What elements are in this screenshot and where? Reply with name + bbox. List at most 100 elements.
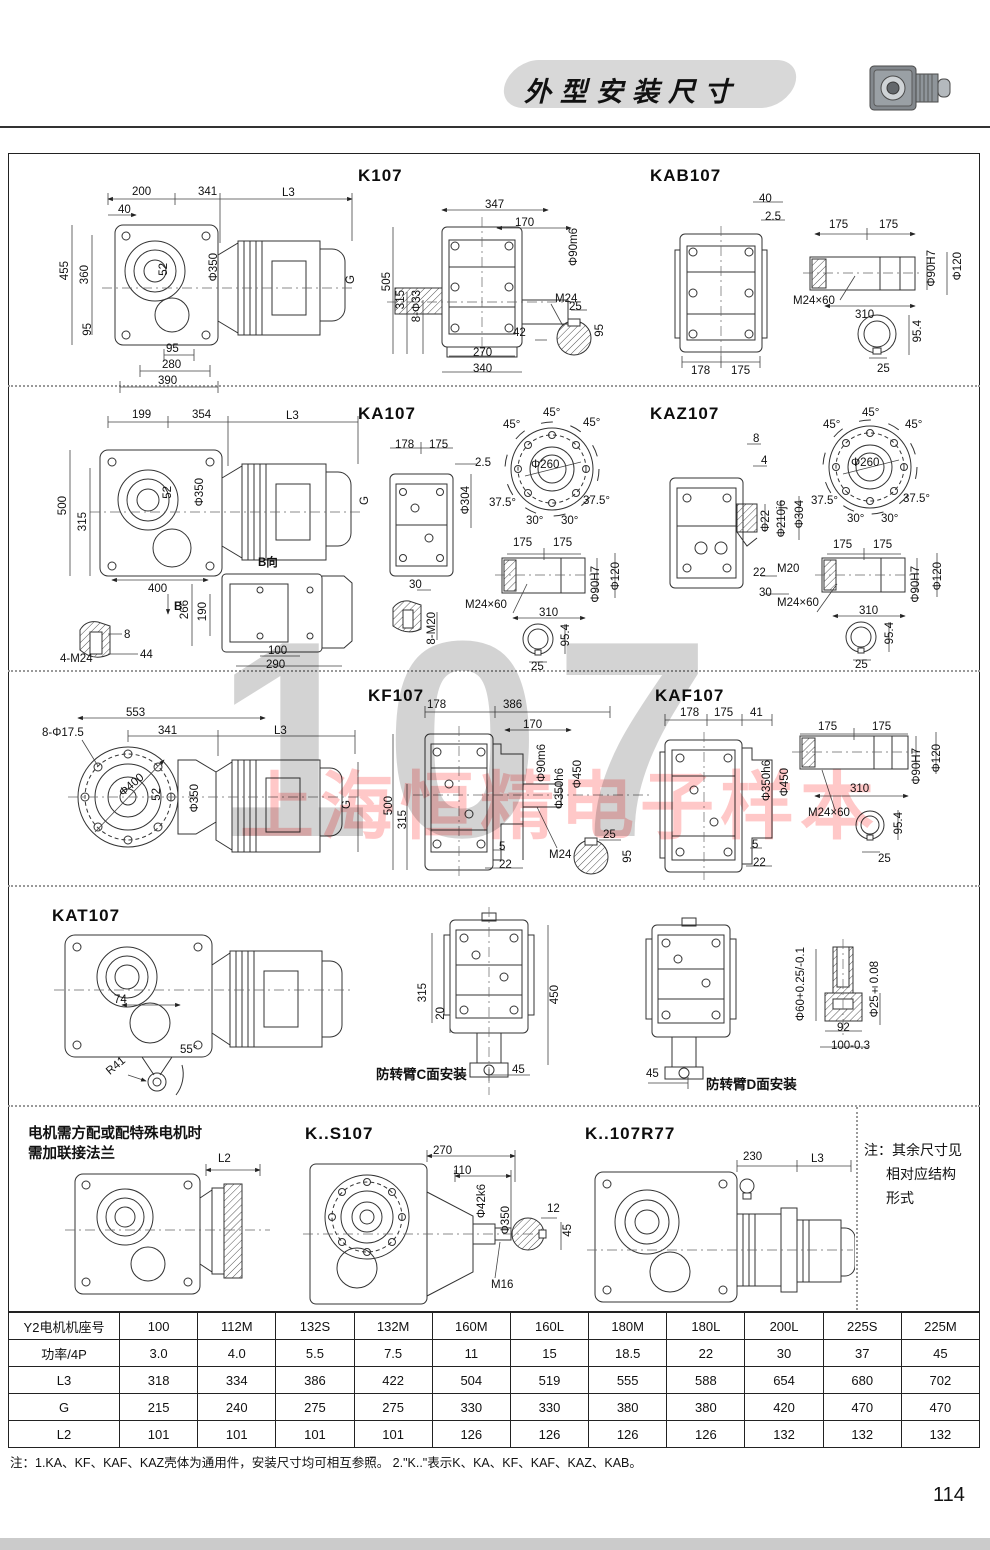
dim-label: 2.5	[765, 211, 781, 223]
dim-label: 8-M20	[426, 612, 438, 645]
dim-label: 44	[140, 649, 153, 661]
kf107-front-drawing	[392, 706, 653, 878]
dim-label: 178	[691, 365, 711, 377]
dim-label: 45°	[862, 407, 880, 419]
table-row-label: L2	[56, 1426, 72, 1442]
dim-label: Φ350	[500, 1206, 512, 1235]
table-cell: 555	[588, 1367, 666, 1393]
k107r77-drawing	[587, 1160, 855, 1303]
table-cell: 132	[900, 1421, 979, 1447]
dim-label: 450	[549, 985, 561, 1005]
table-cell: 132M	[353, 1313, 432, 1339]
table-cell: 422	[353, 1367, 432, 1393]
column-separator	[856, 1107, 858, 1310]
dim-label: 100	[268, 645, 288, 657]
dim-label: Φ450	[779, 768, 791, 797]
table-cell: 7.5	[353, 1340, 432, 1366]
dim-label: 45°	[543, 407, 561, 419]
dim-label: 178	[427, 699, 447, 711]
dim-label: 341	[158, 725, 178, 737]
table-cell: 180M	[588, 1313, 666, 1339]
ka107-side-drawing	[69, 416, 360, 667]
table-cell: 275	[275, 1394, 353, 1420]
page-title: 外型安装尺寸	[524, 77, 740, 107]
dim-label: 110	[453, 1165, 472, 1177]
table-cell: 225M	[900, 1313, 979, 1339]
dim-label: 45	[562, 1224, 574, 1237]
dim-label: 12	[547, 1203, 560, 1215]
dim-label: Φ90m6	[568, 228, 580, 266]
dim-label: L3	[274, 725, 287, 737]
dim-label: Φ304	[794, 500, 806, 529]
dim-label: 315	[417, 983, 429, 1003]
dim-label: 8	[124, 629, 131, 641]
dim-label: 37.5°	[583, 495, 610, 507]
kat107-view: 74 R41 55°	[30, 905, 365, 1105]
dim-label: 199	[132, 409, 152, 421]
dim-label: 266	[179, 600, 191, 620]
table-cell: 126	[666, 1421, 744, 1447]
dim-label: 290	[266, 659, 286, 671]
dim-label: Φ260	[851, 457, 880, 469]
kf107-front-view: 178 386 170 Φ90m6 Φ350h6 Φ450 500 315 5 …	[383, 692, 665, 884]
dim-label: L2	[218, 1153, 231, 1165]
dim-label: 4	[761, 455, 768, 467]
drawing-title-kab107: KAB107	[650, 166, 722, 185]
dim-label: 175	[429, 439, 449, 451]
table-cell: 420	[744, 1394, 822, 1420]
dim-label: Φ90H7	[926, 250, 938, 287]
k107-front-view: 347 170 Φ90m6 M24 505 315 8-Φ33 42 270 3…	[381, 172, 660, 385]
dim-label: 42	[513, 327, 526, 339]
dim-label: Φ90H7	[910, 566, 922, 603]
table-cell: 330	[431, 1394, 510, 1420]
dim-label: 270	[473, 347, 493, 359]
kf107-side-view: 553 8-Φ17.5 341 L3 Φ400 52 Φ350 G	[40, 692, 385, 882]
note-text: 需加联接法兰	[28, 1146, 115, 1162]
table-cell: 519	[509, 1367, 588, 1393]
dim-label: 315	[395, 290, 407, 310]
table-cell: 180L	[666, 1313, 744, 1339]
footer-note: 注：1.KA、KF、KAF、KAZ壳体为通用件，安装尺寸均可相互参照。 2."K…	[10, 1456, 642, 1470]
row-separator	[8, 670, 980, 672]
dim-label: Φ350	[189, 784, 201, 813]
table-cell: 3.0	[119, 1340, 197, 1366]
bottom-bar	[0, 1538, 990, 1550]
ka107-side-view: 199 354 L3 500 315 52 Φ350 G 400 B 4-M24…	[57, 408, 380, 673]
dim-label: 386	[503, 699, 523, 711]
table-cell: 200L	[744, 1313, 822, 1339]
dim-label: 45°	[583, 417, 601, 429]
dim-label: 175	[879, 219, 899, 231]
drawing-title-kaf107: KAF107	[655, 686, 725, 705]
table-cell: 275	[353, 1394, 432, 1420]
kaz107-view: 8 4 Φ22 Φ210j6 Φ304 22 M20 30 45° 45° 45…	[665, 407, 990, 673]
dim-label: 170	[523, 719, 543, 731]
dim-label: M24	[549, 849, 572, 861]
dim-label: 4-M24	[60, 653, 93, 665]
table-cell: 654	[744, 1367, 822, 1393]
dim-label: 310	[850, 783, 870, 795]
dim-label: 25	[603, 829, 616, 841]
ka107-rear-drawing	[389, 421, 616, 663]
dim-label: 22	[753, 857, 766, 869]
dim-label: Φ120	[932, 562, 944, 591]
dim-label: 45°	[905, 419, 923, 431]
dim-label: 310	[539, 607, 559, 619]
k107-side-view: 200 341 L3 40 455 360 52 Φ350 G 95 95 28…	[59, 183, 365, 395]
dim-label: 40	[759, 193, 772, 205]
note-text: 电机需方配或配特殊电机时	[28, 1126, 202, 1142]
dim-label: 95.4	[912, 320, 924, 343]
kat107-c-drawing	[431, 907, 549, 1095]
dim-label: 553	[126, 707, 146, 719]
side-note: 注：其余尺寸见 相对应结构 形式	[860, 1122, 985, 1310]
dim-label: 41	[750, 707, 763, 719]
dim-label: 25	[569, 301, 582, 313]
kat107-c-view: 315 20 450 45 防转臂C面安装	[370, 905, 635, 1105]
dim-label: 341	[198, 186, 218, 198]
dim-label: 360	[79, 265, 91, 285]
row-separator	[8, 385, 980, 387]
dim-label: 95	[622, 850, 634, 863]
